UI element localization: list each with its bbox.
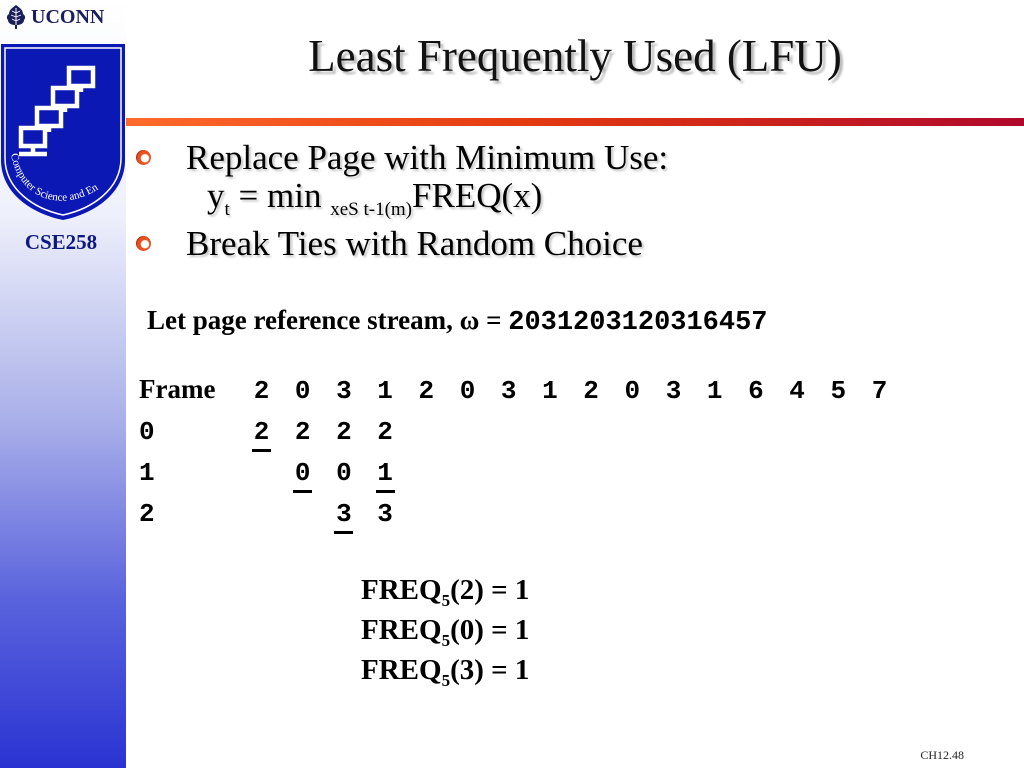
omega-symbol: ω =	[459, 305, 509, 335]
reference-cell: 0	[459, 376, 476, 406]
reference-cell: 2	[253, 376, 270, 406]
reference-cell: 2	[583, 376, 599, 406]
reference-cell: 4	[789, 376, 805, 406]
computer-network-icon	[18, 65, 96, 157]
reference-cell: 0	[624, 376, 641, 406]
uconn-logo-text: UCONN	[31, 5, 105, 28]
bullet-item: Replace Page with Minimum Use:	[136, 138, 668, 178]
frame-header-label: Frame	[139, 374, 216, 404]
freq-label: FREQ	[361, 614, 442, 646]
lfu-formula: yt = min xeS t-1(m)FREQ(x)	[207, 176, 542, 221]
reference-cell: 7	[871, 376, 888, 406]
reference-cell: 0	[294, 376, 311, 406]
reference-cell: 3	[336, 376, 352, 406]
bullet-icon	[136, 150, 151, 165]
freq-subscript: 5	[441, 670, 451, 690]
freq-subscript: 5	[441, 590, 451, 610]
frame-cell: 0	[282, 458, 323, 493]
frame-cell: 2	[336, 417, 352, 447]
reference-cell: 3	[665, 376, 682, 406]
frame-cell: 0	[336, 458, 352, 488]
freq-value: (0) = 1	[450, 614, 530, 646]
freq-line: FREQ5(2) = 1	[361, 574, 529, 611]
bullet-item: Break Ties with Random Choice	[136, 224, 643, 264]
frame-label: 2	[139, 499, 155, 529]
reference-cell: 1	[377, 376, 393, 406]
bullet-text: Break Ties with Random Choice	[186, 224, 643, 263]
freq-value: (3) = 1	[450, 654, 530, 686]
freq-line: FREQ5(0) = 1	[361, 614, 529, 651]
slide-title: Least Frequently Used (LFU)	[308, 31, 842, 81]
reference-cell: 5	[830, 376, 847, 406]
bullet-icon	[136, 236, 151, 251]
title-divider	[126, 118, 1024, 126]
freq-label: FREQ	[361, 654, 442, 686]
frame-cell: 3	[323, 499, 364, 534]
frame-cell: 2	[294, 417, 311, 447]
formula-min: = min	[229, 176, 331, 215]
cse-shield-logo: Computer Science and Engineering	[1, 42, 125, 220]
reference-stream-line: Let page reference stream, ω = 203120312…	[147, 305, 768, 338]
stream-label: Let page reference stream,	[147, 305, 460, 335]
formula-min-subscript: xeS t-1(m)	[330, 199, 413, 220]
formula-freq: FREQ(x)	[412, 176, 543, 215]
oak-leaf-icon	[6, 5, 26, 29]
reference-cell: 2	[418, 376, 435, 406]
slide-number: CH12.48	[920, 748, 964, 762]
bullet-text: Replace Page with Minimum Use:	[186, 138, 669, 177]
reference-cell: 3	[500, 376, 517, 406]
frame-cell: 3	[377, 499, 393, 529]
sidebar: UCONN Computer Science and Engineering C…	[0, 0, 126, 768]
frame-cell: 2	[241, 417, 282, 452]
formula-y-subscript: t	[224, 199, 230, 220]
uconn-logo: UCONN	[4, 4, 104, 30]
reference-cell: 1	[542, 376, 558, 406]
frame-label: 1	[139, 458, 155, 488]
freq-value: (2) = 1	[450, 574, 530, 606]
formula-y: y	[207, 176, 225, 215]
reference-cell: 6	[748, 376, 764, 406]
freq-subscript: 5	[441, 630, 451, 650]
frame-cell: 2	[377, 417, 393, 447]
freq-label: FREQ	[361, 574, 442, 606]
frame-cell: 1	[365, 458, 406, 493]
course-code: CSE258	[24, 230, 98, 254]
reference-cell: 1	[706, 376, 723, 406]
freq-line: FREQ5(3) = 1	[361, 654, 529, 691]
frame-label: 0	[139, 417, 155, 447]
stream-value: 2031203120316457	[508, 308, 768, 338]
